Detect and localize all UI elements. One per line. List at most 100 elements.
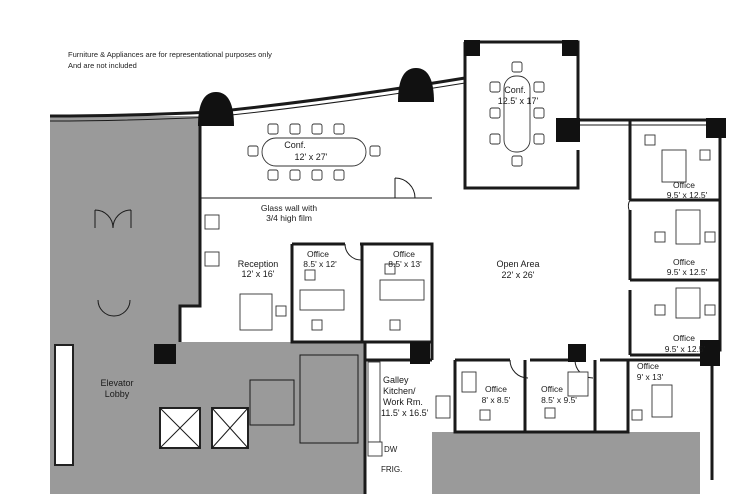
disclaimer-note: Furniture & Appliances are for represent… (68, 50, 272, 70)
door-open-area-right (627, 199, 631, 213)
column-6 (410, 342, 430, 364)
core-room-1 (299, 354, 359, 444)
chair (533, 107, 545, 119)
office-b-size: 8.5' x 13' (388, 259, 422, 269)
chair (489, 81, 501, 93)
office-corner-desk (651, 384, 673, 418)
chair (511, 155, 523, 167)
galley-counter (367, 361, 381, 443)
conf-small-furniture (489, 61, 545, 167)
chair (247, 145, 259, 157)
chair (267, 123, 279, 135)
office-right2-size: 9.5' x 12.5' (667, 267, 708, 277)
office-r1-desk (661, 149, 687, 183)
reception-chair (275, 305, 287, 317)
chair (333, 169, 345, 181)
open-area-name: Open Area (496, 259, 539, 269)
office-small2-name: Office (541, 384, 563, 394)
office-a-size: 8.5' x 12' (303, 259, 337, 269)
column-1 (198, 92, 234, 126)
small-office-walls (453, 358, 700, 434)
chair (489, 107, 501, 119)
office-r2-desk (675, 209, 701, 245)
office-b-name: Office (393, 249, 415, 259)
office-r2-chair-2 (704, 231, 716, 243)
chair (489, 133, 501, 145)
door-conf-large (394, 177, 416, 199)
office-right1-size: 9.5' x 12.5' (667, 190, 708, 200)
galley-line3: Work Rm. (383, 397, 423, 407)
office-corner-size: 9' x 13' (637, 372, 664, 382)
dw-label: DW (384, 445, 398, 454)
conf-small-size: 12.5' x 17' (498, 96, 539, 106)
office-b-chair (389, 319, 401, 331)
glass-wall-line1: Glass wall with (261, 203, 317, 213)
elevators (54, 344, 249, 466)
note-line-1: Furniture & Appliances are for represent… (68, 50, 272, 59)
column-4 (706, 118, 726, 138)
door-small-office-1 (509, 359, 529, 379)
column-9 (464, 40, 480, 56)
office-b-desk (379, 279, 425, 301)
office-small2-size: 8.5' x 9.5' (541, 395, 577, 405)
office-right3-size: 9.5' x 12.5' (665, 344, 706, 354)
conf-large-furniture (247, 123, 381, 181)
chair (533, 133, 545, 145)
office-a-chair (311, 319, 323, 331)
office-corner-name: Office (637, 361, 659, 371)
galley-table (435, 395, 451, 419)
elevator-car-3 (54, 344, 74, 466)
office-small1-chair (479, 409, 491, 421)
conf-small-table (503, 75, 531, 153)
office-small2-desk (567, 371, 589, 397)
glass-wall-line2: 3/4 high film (266, 213, 312, 223)
office-corner-chair (631, 409, 643, 421)
office-r2-chair (654, 231, 666, 243)
office-r1-chair (644, 134, 656, 146)
column-10 (562, 40, 578, 56)
office-r3-desk (675, 287, 701, 319)
door-lobby-left (94, 209, 132, 229)
core-room-2 (249, 379, 295, 426)
conf-large-size: 12' x 27' (295, 152, 328, 162)
bottom-right-shaded (432, 432, 700, 494)
chair (333, 123, 345, 135)
elevator-lobby-line2: Lobby (105, 389, 130, 399)
office-right2-name: Office (673, 257, 695, 267)
office-r3-chair-2 (704, 304, 716, 316)
office-b-guest (384, 263, 396, 275)
chair (311, 169, 323, 181)
reception-name: Reception (238, 259, 279, 269)
office-furniture (204, 134, 716, 457)
office-r1-chair-2 (699, 149, 711, 161)
conf-large-name: Conf. (284, 140, 306, 150)
door-office-a (344, 243, 362, 261)
office-r3-chair (654, 304, 666, 316)
office-right3-name: Office (673, 333, 695, 343)
office-right1-name: Office (673, 180, 695, 190)
office-ab-walls (290, 242, 434, 360)
chair (311, 123, 323, 135)
office-right-partitions (628, 120, 720, 357)
office-small1-size: 8' x 8.5' (482, 395, 511, 405)
reception-chair-2 (204, 251, 220, 267)
reception-size: 12' x 16' (242, 269, 275, 279)
column-2 (398, 68, 434, 102)
door-lobby-right (97, 299, 131, 317)
column-3 (556, 118, 580, 142)
reception-desk (239, 293, 273, 331)
office-a-guest (304, 269, 316, 281)
office-small2-chair (544, 407, 556, 419)
column-5 (700, 340, 720, 366)
reception-chair-1 (204, 214, 220, 230)
column-8 (154, 344, 176, 364)
chair (267, 169, 279, 181)
office-small1-desk (461, 371, 477, 393)
chair (289, 169, 301, 181)
elevator-car-1-x (159, 407, 201, 449)
frig-label: FRIG. (381, 465, 402, 474)
room-labels: Conf. 12' x 27' Conf. 12.5' x 17' Glass … (100, 85, 707, 474)
office-a-desk (299, 289, 345, 311)
conf-large-table (261, 137, 367, 167)
